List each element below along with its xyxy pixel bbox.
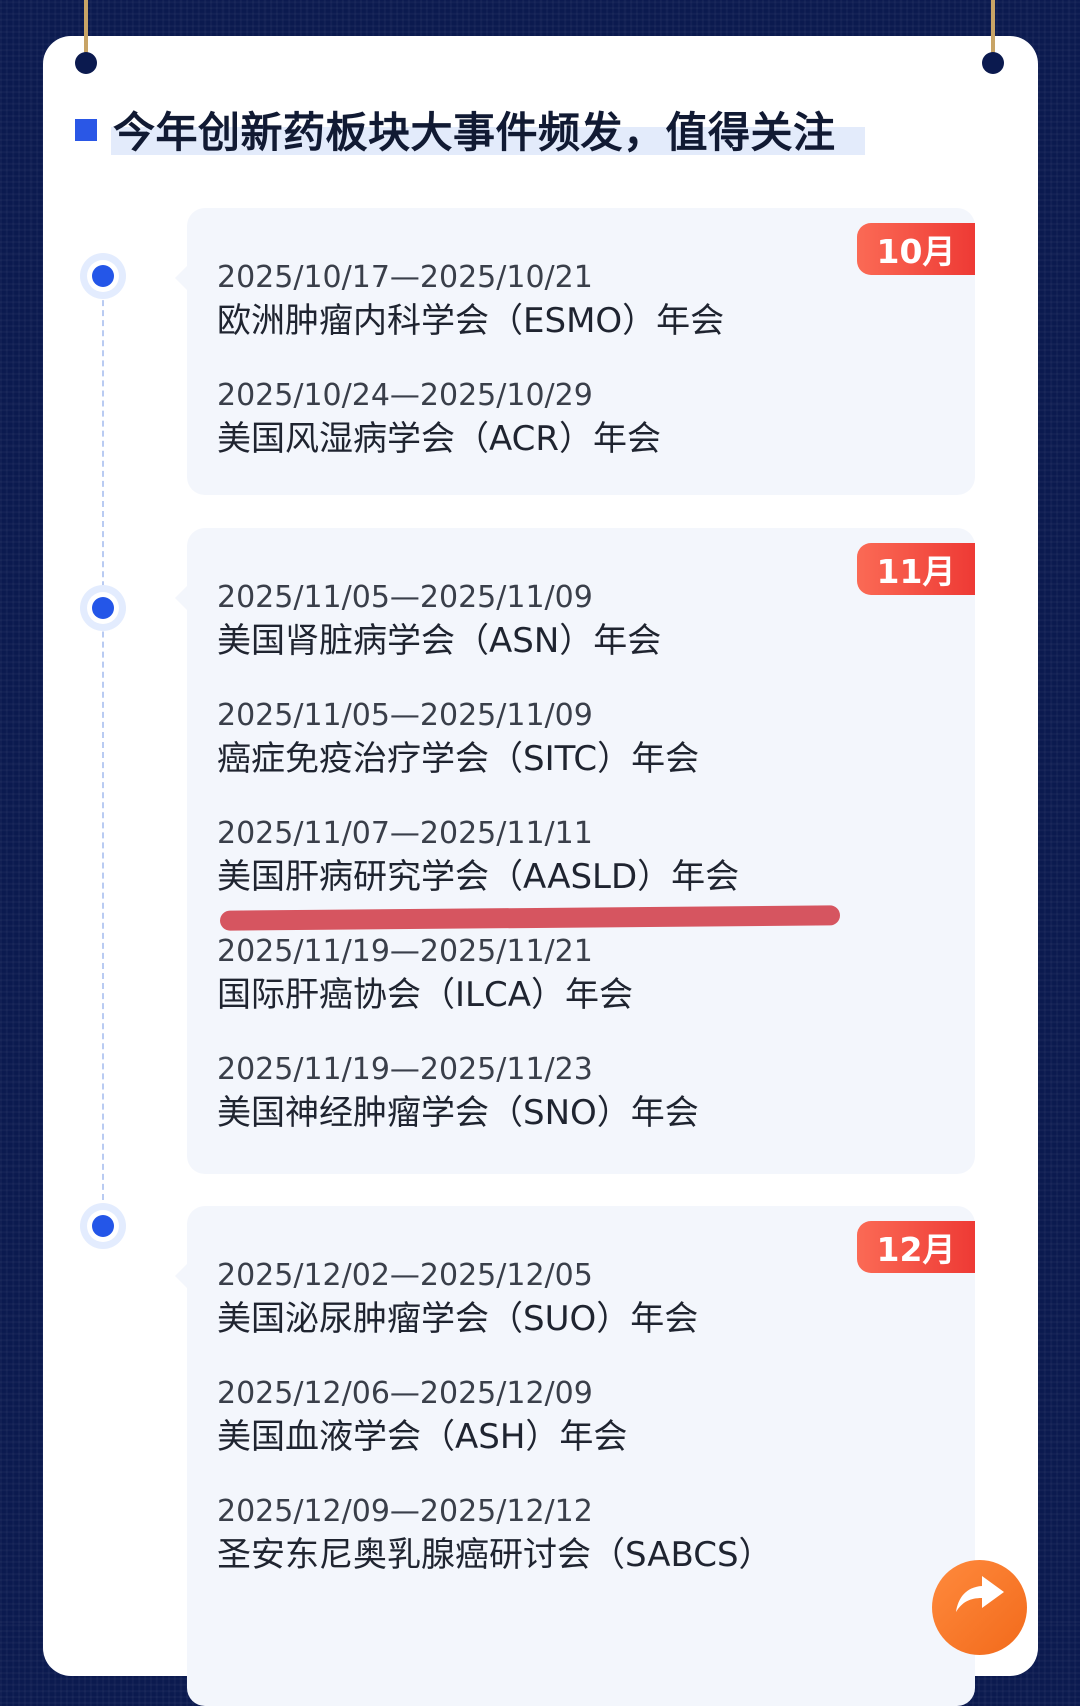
event-item[interactable]: 2025/11/05—2025/11/09 美国肾脏病学会（ASN）年会 bbox=[217, 580, 661, 662]
event-item[interactable]: 2025/11/19—2025/11/21 国际肝癌协会（ILCA）年会 bbox=[217, 934, 633, 1016]
event-item[interactable]: 2025/10/17—2025/10/21 欧洲肿瘤内科学会（ESMO）年会 bbox=[217, 260, 724, 342]
hanger-left bbox=[84, 0, 88, 56]
event-date: 2025/11/07—2025/11/11 bbox=[217, 816, 593, 851]
share-arrow-icon bbox=[955, 1576, 1004, 1612]
month-card-dec: 12月 2025/12/02—2025/12/05 美国泌尿肿瘤学会（SUO）年… bbox=[175, 1206, 975, 1706]
hanger-dot-right bbox=[982, 52, 1004, 74]
timeline-node-dec bbox=[80, 1203, 126, 1249]
event-name: 欧洲肿瘤内科学会（ESMO）年会 bbox=[217, 301, 725, 341]
timeline-node-nov bbox=[80, 585, 126, 631]
event-name: 癌症免疫治疗学会（SITC）年会 bbox=[217, 739, 700, 779]
event-name: 美国泌尿肿瘤学会（SUO）年会 bbox=[217, 1299, 699, 1339]
hanger-right bbox=[991, 0, 995, 56]
month-card-nov: 11月 2025/11/05—2025/11/09 美国肾脏病学会（ASN）年会… bbox=[175, 528, 975, 1174]
title-highlight bbox=[111, 127, 865, 155]
event-name: 圣安东尼奥乳腺癌研讨会（SABCS） bbox=[217, 1535, 773, 1575]
event-date: 2025/12/09—2025/12/12 bbox=[217, 1494, 593, 1529]
event-name: 美国神经肿瘤学会（SNO）年会 bbox=[217, 1093, 699, 1133]
month-card-oct: 10月 2025/10/17—2025/10/21 欧洲肿瘤内科学会（ESMO）… bbox=[175, 208, 975, 495]
event-item[interactable]: 2025/11/19—2025/11/23 美国神经肿瘤学会（SNO）年会 bbox=[217, 1052, 699, 1134]
event-date: 2025/11/19—2025/11/21 bbox=[217, 934, 593, 969]
event-date: 2025/12/02—2025/12/05 bbox=[217, 1258, 593, 1293]
event-item[interactable]: 2025/12/02—2025/12/05 美国泌尿肿瘤学会（SUO）年会 bbox=[217, 1258, 698, 1340]
event-name: 美国肾脏病学会（ASN）年会 bbox=[217, 621, 662, 661]
event-item[interactable]: 2025/11/07—2025/11/11 美国肝病研究学会（AASLD）年会 bbox=[217, 816, 739, 898]
share-button[interactable] bbox=[932, 1560, 1027, 1655]
event-name: 美国风湿病学会（ACR）年会 bbox=[217, 419, 662, 459]
month-badge: 12月 bbox=[857, 1221, 975, 1273]
event-date: 2025/11/19—2025/11/23 bbox=[217, 1052, 593, 1087]
event-item[interactable]: 2025/12/09—2025/12/12 圣安东尼奥乳腺癌研讨会（SABCS） bbox=[217, 1494, 773, 1576]
event-date: 2025/10/24—2025/10/29 bbox=[217, 378, 593, 413]
event-date: 2025/10/17—2025/10/21 bbox=[217, 260, 593, 295]
event-item[interactable]: 2025/10/24—2025/10/29 美国风湿病学会（ACR）年会 bbox=[217, 378, 661, 460]
event-name: 美国血液学会（ASH）年会 bbox=[217, 1417, 628, 1457]
event-name: 国际肝癌协会（ILCA）年会 bbox=[217, 975, 633, 1015]
event-date: 2025/12/06—2025/12/09 bbox=[217, 1376, 593, 1411]
event-date: 2025/11/05—2025/11/09 bbox=[217, 698, 593, 733]
timeline-node-oct bbox=[80, 253, 126, 299]
event-date: 2025/11/05—2025/11/09 bbox=[217, 580, 593, 615]
title-bullet-icon bbox=[75, 119, 97, 141]
month-badge: 11月 bbox=[857, 543, 975, 595]
event-name: 美国肝病研究学会（AASLD）年会 bbox=[217, 857, 740, 897]
month-badge: 10月 bbox=[857, 223, 975, 275]
timeline-line bbox=[102, 280, 104, 1210]
event-item[interactable]: 2025/12/06—2025/12/09 美国血液学会（ASH）年会 bbox=[217, 1376, 627, 1458]
event-item[interactable]: 2025/11/05—2025/11/09 癌症免疫治疗学会（SITC）年会 bbox=[217, 698, 699, 780]
hanger-dot-left bbox=[75, 52, 97, 74]
page-title: 今年创新药板块大事件频发，值得关注 bbox=[113, 108, 836, 157]
